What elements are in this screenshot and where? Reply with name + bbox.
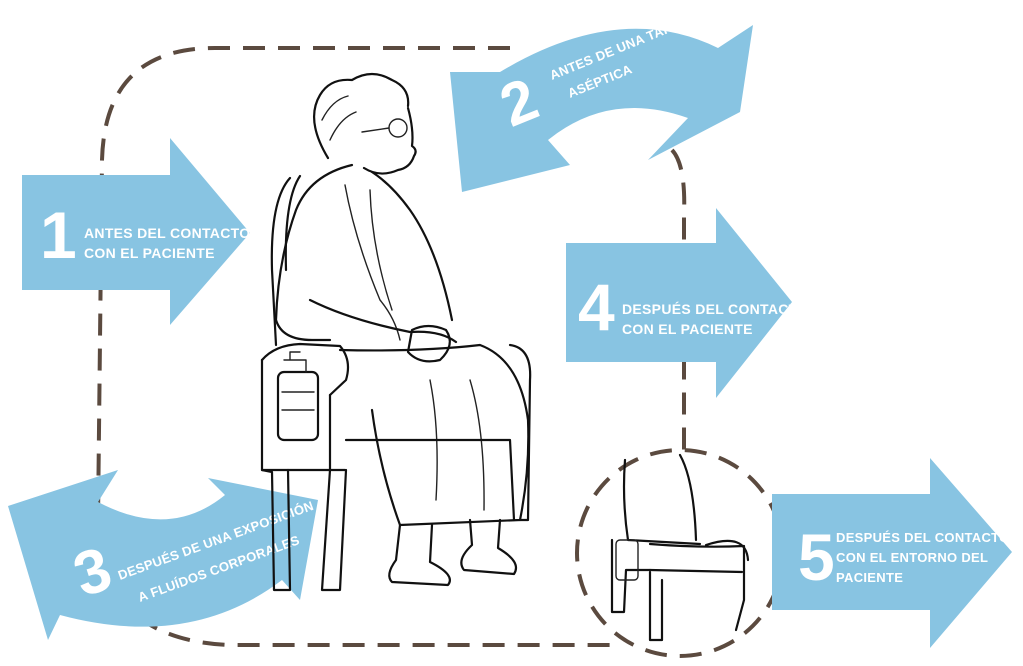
moment-5-label-line1: DESPUÉS DEL CONTACTO [836,530,1010,545]
moment-4-label-line2: CON EL PACIENTE [622,321,753,337]
patient-surroundings-dashed-circle [575,448,785,658]
moment-5-number: 5 [798,520,835,594]
moment-4-label-line1: DESPUÉS DEL CONTACTO [622,301,808,317]
moment-4-number: 4 [578,270,615,344]
patient-zone-dashed-inner [670,148,687,450]
moment-5-arrow: 5 DESPUÉS DEL CONTACTO CON EL ENTORNO DE… [772,458,1012,648]
moment-5-label-line2: CON EL ENTORNO DEL [836,550,988,565]
moment-2-arrow: 2 ANTES DE UNA TAREA ASÉPTICA [450,13,753,192]
moment-1-label-line1: ANTES DEL CONTACTO [84,225,250,241]
patient-chair-illustration [610,453,750,642]
moment-4-arrow: 4 DESPUÉS DEL CONTACTO CON EL PACIENTE [566,208,808,398]
seated-patient-illustration [260,72,532,592]
hand-sanitizer-dispenser-icon [276,370,320,442]
moment-5-label-line3: PACIENTE [836,570,903,585]
moment-1-arrow: 1 ANTES DEL CONTACTO CON EL PACIENTE [22,138,250,325]
moment-1-number: 1 [40,198,77,272]
small-dispenser-icon [615,539,639,581]
patient-zone-dashed-outline [95,46,610,647]
moment-1-label-line2: CON EL PACIENTE [84,245,215,261]
